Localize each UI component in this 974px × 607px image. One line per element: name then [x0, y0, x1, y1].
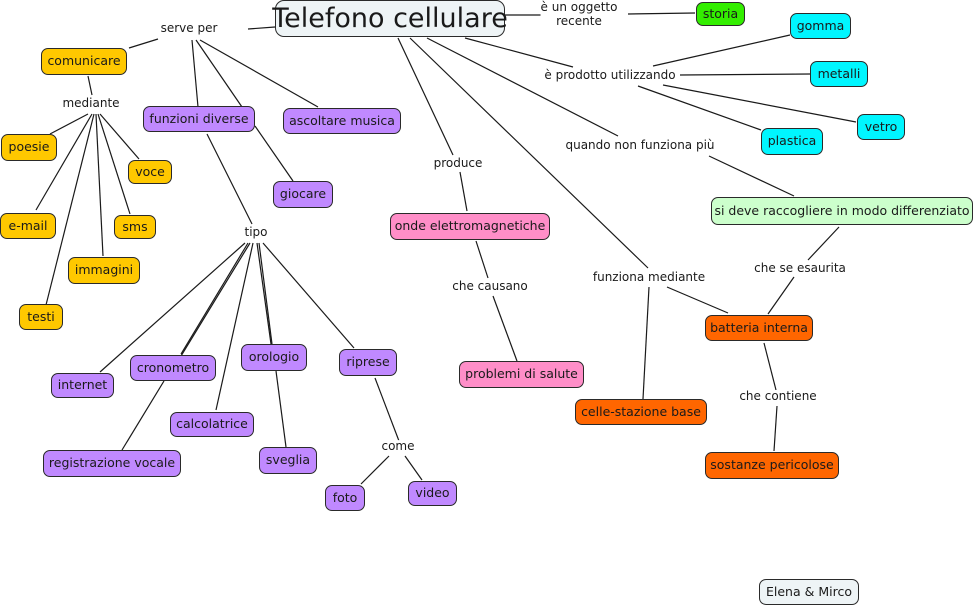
concept-metalli[interactable]: metalli — [810, 61, 868, 87]
connector — [397, 37, 454, 156]
concept-foto[interactable]: foto — [325, 485, 365, 511]
connector — [215, 242, 254, 411]
connector — [404, 455, 423, 481]
concept-testi[interactable]: testi — [19, 304, 63, 330]
concept-calcolatrice[interactable]: calcolatrice — [170, 412, 254, 437]
connector — [254, 125, 294, 182]
connector — [679, 73, 811, 76]
connector — [128, 38, 159, 49]
connector — [195, 39, 243, 108]
connector — [767, 276, 795, 315]
link-mediante: mediante — [62, 96, 120, 111]
connector — [807, 226, 840, 261]
connector — [45, 113, 95, 306]
connector — [99, 113, 140, 160]
concept-registrazione-vocale[interactable]: registrazione vocale — [43, 450, 181, 477]
concept-gomma[interactable]: gomma — [790, 13, 851, 39]
root-concept[interactable]: Telefono cellulare — [272, 0, 508, 37]
link-tipo: tipo — [244, 225, 268, 240]
connector — [191, 39, 199, 108]
connector — [773, 405, 778, 452]
concept-raccogliere-differenziato[interactable]: si deve raccogliere in modo differenziat… — [711, 197, 973, 225]
concept-comunicare[interactable]: comunicare — [41, 48, 127, 75]
concept-email[interactable]: e-mail — [0, 213, 56, 239]
concept-giocare[interactable]: giocare — [273, 181, 333, 208]
connector — [258, 242, 273, 345]
link-prodotto-utilizzando: è prodotto utilizzando — [544, 68, 676, 83]
connector — [666, 286, 729, 314]
connector — [492, 295, 518, 362]
concept-poesie[interactable]: poesie — [1, 134, 57, 161]
concept-celle-stazione-base[interactable]: celle-stazione base — [575, 399, 707, 425]
concept-voce[interactable]: voce — [128, 160, 172, 184]
concept-plastica[interactable]: plastica — [761, 128, 823, 155]
concept-vetro[interactable]: vetro — [857, 114, 905, 140]
concept-riprese[interactable]: riprese — [339, 349, 397, 376]
concept-onde-elettromagnetiche[interactable]: onde elettromagnetiche — [390, 213, 550, 240]
concept-sveglia[interactable]: sveglia — [259, 447, 317, 474]
connector — [708, 155, 795, 197]
concept-problemi-di-salute[interactable]: problemi di salute — [459, 361, 584, 388]
connector — [256, 242, 272, 345]
link-oggetto-recente: è un oggetto recente — [540, 0, 618, 29]
connector — [409, 37, 649, 269]
connector — [652, 34, 791, 67]
connector — [275, 370, 287, 448]
connector — [97, 113, 131, 215]
link-produce: produce — [433, 156, 483, 171]
concept-internet[interactable]: internet — [51, 373, 114, 398]
connector — [35, 113, 93, 211]
connector — [374, 377, 400, 442]
concept-batteria-interna[interactable]: batteria interna — [705, 315, 813, 341]
connector — [637, 85, 762, 131]
connector — [475, 240, 489, 279]
connector — [426, 37, 619, 137]
link-che-se-esaurita: che se esaurita — [754, 261, 846, 276]
concept-funzioni-diverse[interactable]: funzioni diverse — [143, 106, 255, 132]
connector — [627, 12, 696, 15]
link-quando-non-funziona: quando non funziona più — [565, 138, 715, 153]
concept-sms[interactable]: sms — [114, 215, 156, 239]
link-che-contiene: che contiene — [739, 389, 817, 404]
concept-video[interactable]: video — [408, 481, 457, 506]
concept-storia[interactable]: storia — [696, 2, 745, 26]
connector — [642, 286, 650, 400]
link-come: come — [381, 439, 415, 454]
concept-cronometro[interactable]: cronometro — [130, 355, 216, 381]
connector — [180, 242, 251, 357]
connector — [87, 75, 93, 96]
connector — [49, 113, 89, 135]
concept-orologio[interactable]: orologio — [241, 344, 307, 371]
link-serve-per: serve per — [160, 21, 218, 36]
link-che-causano: che causano — [452, 279, 528, 294]
connector — [763, 342, 777, 391]
link-funziona-mediante: funziona mediante — [592, 270, 706, 285]
connector — [459, 171, 468, 212]
connector — [662, 84, 857, 123]
author-credit: Elena & Mirco — [759, 579, 859, 605]
connector — [464, 37, 574, 68]
concept-sostanze-pericolose[interactable]: sostanze pericolose — [705, 452, 839, 479]
connector — [95, 113, 104, 257]
connector — [360, 455, 390, 485]
concept-ascoltare-musica[interactable]: ascoltare musica — [283, 108, 401, 134]
connector — [206, 133, 253, 225]
connector — [121, 380, 165, 451]
connector — [247, 26, 276, 30]
connector — [199, 39, 319, 108]
connector — [262, 242, 355, 349]
connector — [99, 242, 246, 373]
concept-immagini[interactable]: immagini — [68, 257, 140, 284]
connector — [180, 242, 249, 355]
